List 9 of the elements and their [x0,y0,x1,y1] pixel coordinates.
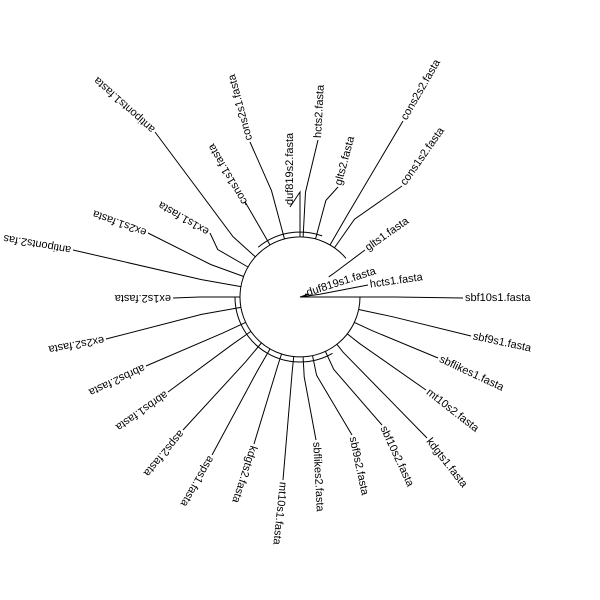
leaf-label: duf819s2.fasta [284,132,296,205]
leaf-label: ex1s2.fasta [114,292,171,304]
leaf-label: hcts2.fasta [312,84,327,138]
leaf-label: antiponts2.fas [2,232,72,256]
leaf-label: sbf9s2.fasta [346,436,371,496]
leaf-label: mt10s1.fasta [270,481,289,546]
leaf-label: ex2s2.fasta [48,334,106,356]
leaf-label: sbf10s1.fasta [465,292,530,304]
leaf-label: sbflikes2.fasta [310,442,326,512]
